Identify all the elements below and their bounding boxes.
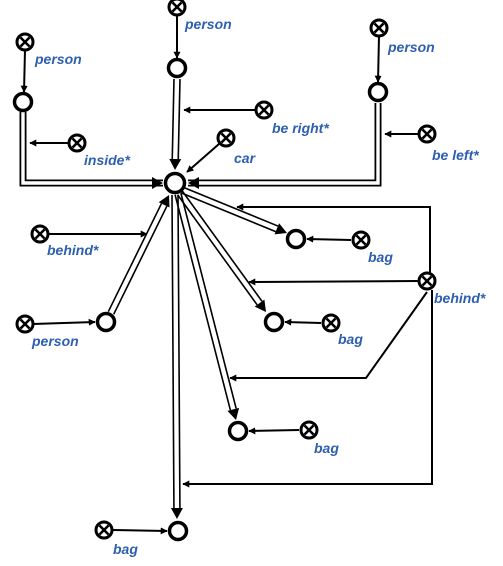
edge-top-right-to-hub <box>188 103 382 189</box>
rel-behind-left-label: behind* <box>47 242 99 258</box>
edge-behind-right-to-hub-bag-4 <box>182 290 433 488</box>
edge-bag-4-source <box>111 527 168 535</box>
obj-bag-4-source-marker <box>94 520 114 540</box>
obj-bag-3-source-marker <box>299 420 319 440</box>
obj-bag-4-label: bag <box>113 541 138 557</box>
edge-hub-to-bag-3 <box>174 193 240 420</box>
obj-bag-1-node <box>285 228 307 250</box>
obj-bag-3-label: bag <box>314 440 339 456</box>
nodes-layer <box>12 0 437 542</box>
obj-top-left-node <box>12 91 34 113</box>
rel-behind-left-marker <box>30 224 50 244</box>
obj-top-left-label: person <box>34 51 82 67</box>
edge-behind-right-to-hub-bag-2 <box>248 278 419 286</box>
edge-person-left-source <box>32 318 96 326</box>
edge-hub-to-bag-4 <box>170 194 183 519</box>
obj-top-center-node <box>166 57 188 79</box>
obj-left-source-marker <box>15 314 35 334</box>
rel-car-label: car <box>234 150 257 166</box>
obj-top-center-source-marker <box>167 0 187 17</box>
obj-bag-2-source-marker <box>321 313 341 333</box>
labels-layer: person person person person bag bag bag bag insi… <box>31 16 486 557</box>
rel-behind-right-marker <box>417 271 437 291</box>
edge-top-center-to-hub <box>169 78 182 170</box>
obj-bag-2-node <box>263 311 285 333</box>
edge-behind-right-to-hub-bag-3 <box>229 291 428 382</box>
edge-hub-to-bag-1 <box>180 186 287 235</box>
obj-bag-1-source-marker <box>351 230 371 250</box>
edge-top-left-to-hub <box>19 112 163 189</box>
obj-left-label: person <box>31 333 79 349</box>
edge-left-to-hub <box>107 195 170 315</box>
obj-top-right-node <box>367 81 389 103</box>
obj-top-right-label: person <box>387 39 435 55</box>
obj-bag-1-label: bag <box>368 249 393 265</box>
rel-inside-label: inside* <box>84 152 130 168</box>
rel-be-right-marker <box>254 100 274 120</box>
edge-bag-3-source <box>248 427 300 435</box>
obj-bag-4-node <box>167 520 189 542</box>
edge-person-top-left-source <box>20 49 28 93</box>
rel-inside-marker <box>67 133 87 153</box>
obj-left-node <box>95 311 117 333</box>
obj-bag-2-label: bag <box>338 331 363 347</box>
rel-be-right-label: be right* <box>272 120 329 136</box>
rel-be-left-marker <box>417 124 437 144</box>
obj-top-right-source-marker <box>369 18 389 38</box>
edge-behind-right-to-hub-bag-1 <box>236 203 431 281</box>
edge-person-top-right-source <box>374 35 382 83</box>
hub-node <box>163 171 187 195</box>
obj-top-center-label: person <box>184 16 232 32</box>
rel-behind-right-label: behind* <box>434 290 486 306</box>
edges-layer <box>19 15 433 535</box>
edge-bag-1-source <box>306 235 352 243</box>
rel-car-marker <box>216 128 236 148</box>
obj-bag-3-node <box>227 420 249 442</box>
edge-car-pointer <box>186 143 220 173</box>
rel-be-left-label: be left* <box>432 147 479 163</box>
edge-bag-2-source <box>284 318 322 326</box>
obj-top-left-source-marker <box>15 32 35 52</box>
